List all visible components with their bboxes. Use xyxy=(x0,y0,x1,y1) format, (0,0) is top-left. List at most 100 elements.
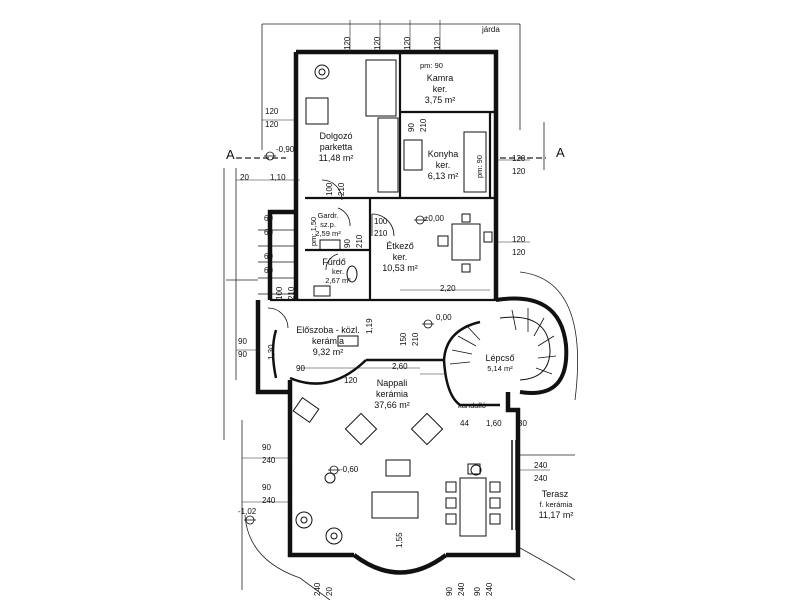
dim-100-fur: 100 xyxy=(275,286,284,300)
room-terasz-name: Terasz xyxy=(541,489,569,499)
dim-terrace-240-a: 240 xyxy=(534,461,548,470)
dim-120-ent: 120 xyxy=(344,376,358,385)
level-top-left: -0,90 xyxy=(276,145,295,154)
toilet xyxy=(346,265,358,283)
dim-210-etk: 210 xyxy=(374,229,388,238)
dim-30: 30 xyxy=(518,419,527,428)
kitchen-counter xyxy=(463,131,487,193)
dim-90-b: 90 xyxy=(238,350,247,359)
room-eloszoba-floor: kerámia xyxy=(311,336,345,346)
dim-150: 150 xyxy=(399,332,408,346)
dim-60-b: 60 xyxy=(264,228,273,237)
room-etkezo-name: Étkező xyxy=(386,241,414,251)
dim-160: 1,60 xyxy=(486,419,502,428)
room-dolgozo-name: Dolgozó xyxy=(319,131,353,141)
room-kamra-area: 3,75 m² xyxy=(424,95,456,105)
armchair-right xyxy=(410,412,444,446)
dim-130: 1,30 xyxy=(267,344,276,360)
dimension-lines xyxy=(236,20,550,503)
terrace-door xyxy=(511,440,517,530)
door-swings xyxy=(267,179,395,329)
dim-left-120-b: 120 xyxy=(265,120,279,129)
dining-table xyxy=(451,223,481,261)
dim-top-120-b: 120 xyxy=(373,36,382,50)
dim-20: 20 xyxy=(240,173,249,182)
dim-100-dolg: 100 xyxy=(325,182,334,196)
room-kamra-name: Kamra xyxy=(426,73,454,83)
dim-119: 1,19 xyxy=(365,318,374,334)
room-terasz-floor: f. kerámia xyxy=(539,500,573,509)
pm-gardrob-label: pm: 1,50 xyxy=(309,216,318,246)
section-mark-right: A xyxy=(556,145,565,160)
dim-left-240-1: 240 xyxy=(262,456,276,465)
site-lines xyxy=(223,23,578,600)
level-nappali: -0,60 xyxy=(340,465,359,474)
level-eloszoba: 0,00 xyxy=(436,313,452,322)
dim-260: 2,60 xyxy=(392,362,408,371)
room-gardrob-name: Gardr. xyxy=(317,211,339,220)
level-markers xyxy=(244,151,434,525)
dim-bottom-20: 20 xyxy=(325,587,334,596)
dim-210-gard: 210 xyxy=(355,234,364,248)
room-lepcso-area: 5,14 m² xyxy=(487,364,513,373)
dim-90-gard: 90 xyxy=(343,239,352,248)
room-dolgozo-floor: parketta xyxy=(319,142,353,152)
dim-left-90-1: 90 xyxy=(262,443,271,452)
dim-terrace-240-b: 240 xyxy=(534,474,548,483)
dim-right-120-a: 120 xyxy=(512,154,526,163)
dim-bottom-240-a: 240 xyxy=(313,582,322,596)
dim-bottom-90-b: 90 xyxy=(473,587,482,596)
room-furdo-name: Fürdő xyxy=(322,257,346,267)
room-konyha-area: 6,13 m² xyxy=(427,171,459,181)
entrance-steps xyxy=(258,229,296,295)
kitchen-sink xyxy=(403,139,423,171)
dim-210-mid: 210 xyxy=(411,332,420,346)
plants xyxy=(295,64,482,545)
pm-top-label: pm: 90 xyxy=(420,61,443,70)
pm-konyha-label: pm: 90 xyxy=(475,155,484,178)
room-furdo-area: 2,67 m² xyxy=(325,276,351,285)
dim-44: 44 xyxy=(460,419,469,428)
room-nappali-name: Nappali xyxy=(376,378,408,388)
dim-bottom-90-a: 90 xyxy=(445,587,454,596)
dim-90-a: 90 xyxy=(238,337,247,346)
dim-top-120-a: 120 xyxy=(343,36,352,50)
bed xyxy=(365,59,397,117)
room-nappali-floor: kerámia xyxy=(375,389,409,399)
furniture xyxy=(292,59,501,537)
room-kamra-floor: ker. xyxy=(432,84,448,94)
wardrobe xyxy=(377,117,399,193)
dim-210-dolg: 210 xyxy=(337,182,346,196)
dim-220: 2,20 xyxy=(440,284,456,293)
room-etkezo-floor: ker. xyxy=(392,252,408,262)
dim-bottom-240-c: 240 xyxy=(485,582,494,596)
level-left: -1,02 xyxy=(238,507,257,516)
dim-top-120-c: 120 xyxy=(403,36,412,50)
room-gardrob-floor: sz.p. xyxy=(320,220,336,229)
dim-left-120-a: 120 xyxy=(265,107,279,116)
sofa xyxy=(371,491,419,519)
room-gardrob-area: 2,59 m² xyxy=(315,229,341,238)
bathtub xyxy=(319,239,341,251)
dim-left-90-2: 90 xyxy=(262,483,271,492)
room-furdo-floor: ker. xyxy=(331,267,345,276)
room-eloszoba-name: Előszoba - közl. xyxy=(296,325,360,335)
dim-210-fur: 210 xyxy=(287,286,296,300)
exterior-walls xyxy=(255,49,521,575)
washbasin xyxy=(313,285,331,297)
hall-curves xyxy=(271,329,444,385)
armchair-left xyxy=(344,412,378,446)
room-konyha-floor: ker. xyxy=(435,160,451,170)
room-lepcso-name: Lépcső xyxy=(485,353,515,363)
room-eloszoba-area: 9,32 m² xyxy=(312,347,344,357)
coffee-table xyxy=(385,459,411,477)
dim-210-kamra: 210 xyxy=(419,118,428,132)
room-etkezo-area: 10,53 m² xyxy=(382,263,418,273)
dim-left-240-2: 240 xyxy=(262,496,276,505)
lounge-chair xyxy=(292,397,320,423)
dim-60-d: 60 xyxy=(264,266,273,275)
dim-110: 1,10 xyxy=(270,173,286,182)
dim-100-etk: 100 xyxy=(374,217,388,226)
room-terasz-area: 11,17 m² xyxy=(538,510,574,520)
